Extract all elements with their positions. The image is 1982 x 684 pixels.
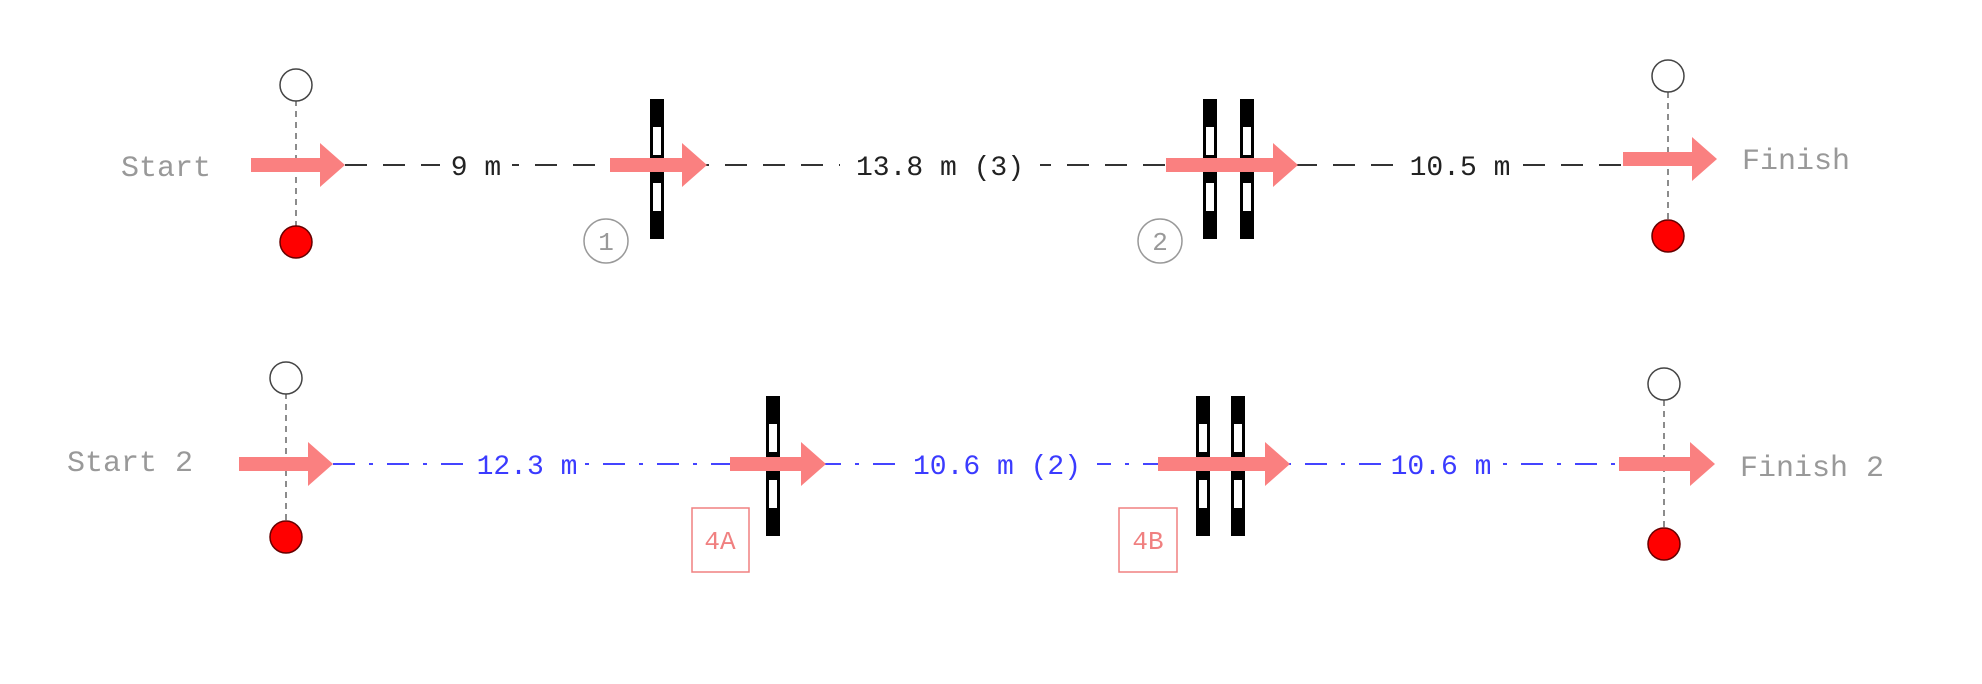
svg-text:4B: 4B bbox=[1132, 527, 1163, 557]
svg-text:1: 1 bbox=[598, 228, 614, 258]
red-cone-icon bbox=[279, 225, 313, 259]
segment-distance: 10.5 m bbox=[1410, 153, 1511, 184]
svg-text:4A: 4A bbox=[704, 527, 736, 557]
segment-distance: 10.6 m (2) bbox=[913, 452, 1081, 483]
obstacle-marker bbox=[583, 218, 629, 264]
start-label: Start bbox=[121, 152, 211, 186]
white-cone-icon bbox=[279, 68, 313, 102]
svg-text:2: 2 bbox=[1152, 228, 1168, 258]
direction-arrow-icon bbox=[610, 143, 707, 187]
red-cone-icon bbox=[269, 520, 303, 554]
start-gate bbox=[269, 361, 303, 554]
finish-gate bbox=[1647, 367, 1681, 561]
obstacle-marker bbox=[1137, 218, 1183, 264]
white-cone-icon bbox=[1651, 59, 1685, 93]
direction-arrow-icon bbox=[239, 442, 333, 486]
white-cone-icon bbox=[269, 361, 303, 395]
segment-distance: 12.3 m bbox=[477, 452, 578, 483]
lane-1: Start 9 m 1 13.8 m (3) 2 10.5 m Finish bbox=[121, 59, 1850, 264]
direction-arrow-icon bbox=[730, 442, 826, 486]
finish-label: Finish 2 bbox=[1740, 452, 1884, 486]
white-cone-icon bbox=[1647, 367, 1681, 401]
direction-arrow-icon bbox=[1623, 137, 1717, 181]
segment-distance: 9 m bbox=[451, 153, 501, 184]
obstacle-marker bbox=[691, 507, 750, 573]
segment-distance: 13.8 m (3) bbox=[856, 153, 1024, 184]
direction-arrow-icon bbox=[1619, 442, 1715, 486]
segment-distance: 10.6 m bbox=[1391, 452, 1492, 483]
obstacle-marker bbox=[1118, 507, 1178, 573]
direction-arrow-icon bbox=[1158, 442, 1290, 486]
start-gate bbox=[279, 68, 313, 259]
red-cone-icon bbox=[1651, 219, 1685, 253]
direction-arrow-icon bbox=[1166, 143, 1298, 187]
direction-arrow-icon bbox=[251, 143, 345, 187]
red-cone-icon bbox=[1647, 527, 1681, 561]
lane-2: Start 2 12.3 m 4A 10.6 m (2) 4B 10.6 m F… bbox=[67, 361, 1884, 573]
finish-gate bbox=[1651, 59, 1685, 253]
start-label: Start 2 bbox=[67, 447, 193, 481]
finish-label: Finish bbox=[1742, 145, 1850, 179]
